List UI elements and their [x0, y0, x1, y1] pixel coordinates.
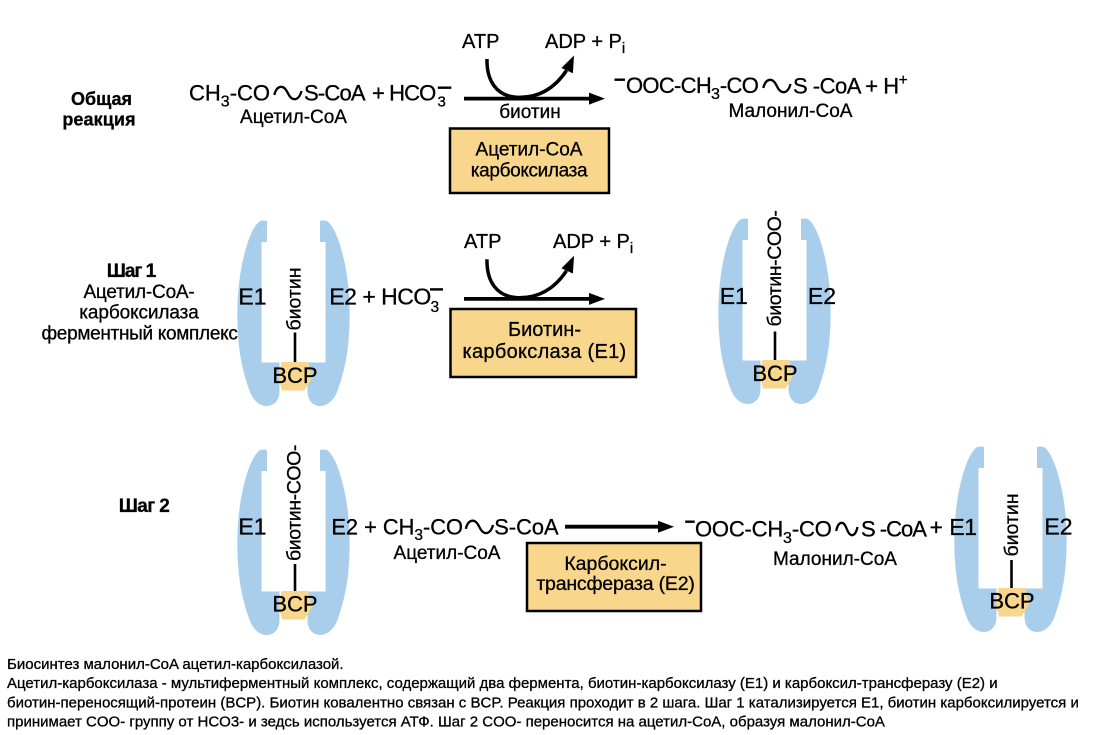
svg-text:E2: E2 [1044, 513, 1072, 539]
svg-text:реакция: реакция [62, 109, 135, 129]
svg-text:BCP: BCP [272, 592, 317, 617]
svg-text:E2 + CH3-CO: E2 + CH3-CO [331, 514, 463, 544]
svg-text:+ HCO: + HCO [372, 81, 436, 106]
svg-text:ATP: ATP [462, 31, 499, 53]
svg-text:E1: E1 [238, 283, 266, 309]
svg-text:карбокслаза (Е1): карбокслаза (Е1) [463, 341, 627, 363]
svg-text:ADP + Pi: ADP + Pi [553, 231, 633, 257]
svg-text:BCP: BCP [989, 589, 1034, 614]
svg-text:E2: E2 [808, 283, 836, 309]
svg-text:E1: E1 [720, 283, 748, 309]
svg-text:S -CoA: S -CoA [861, 517, 927, 542]
svg-text:биотин: биотин [1001, 493, 1023, 556]
svg-text:принимает COO- группу от HCO3-: принимает COO- группу от HCO3- и зедсь и… [7, 714, 885, 731]
svg-text:Шаг 1: Шаг 1 [107, 261, 157, 282]
svg-text:биотин-COO-: биотин-COO- [284, 445, 306, 561]
svg-text:Биосинтез малонил-CoA ацетил-к: Биосинтез малонил-CoA ацетил-карбоксилаз… [7, 656, 344, 673]
svg-text:E1: E1 [238, 513, 266, 539]
svg-text:S -CoA + H+: S -CoA + H+ [793, 72, 908, 99]
svg-text:биотин: биотин [284, 267, 306, 330]
svg-text:3: 3 [431, 299, 440, 316]
svg-text:S-CoA: S-CoA [494, 514, 559, 539]
svg-text:Малонил-CoA: Малонил-CoA [729, 101, 853, 122]
svg-text:ATP: ATP [464, 231, 501, 253]
svg-text:Шаг 2: Шаг 2 [119, 496, 169, 517]
svg-text:Малонил-CoA: Малонил-CoA [773, 549, 897, 570]
svg-text:биотин-переносящий-протеин (BC: биотин-переносящий-протеин (BCP). Биотин… [7, 694, 1079, 711]
svg-text:BCP: BCP [272, 363, 317, 388]
svg-text:E1: E1 [949, 514, 976, 540]
svg-text:Ацетил-СоА-: Ацетил-СоА- [83, 282, 194, 303]
svg-text:Ацетил-CoA: Ацетил-CoA [240, 107, 347, 128]
svg-text:+: + [930, 514, 943, 540]
svg-text:E2 + HCO: E2 + HCO [329, 283, 430, 309]
svg-text:Ацетил-карбоксилаза - мультифе: Ацетил-карбоксилаза - мультиферментный к… [7, 675, 998, 692]
svg-text:OOC-CH3-CO: OOC-CH3-CO [695, 517, 832, 548]
svg-text:S-CoA: S-CoA [304, 81, 366, 106]
svg-text:Ацетил-CoA: Ацетил-CoA [394, 543, 501, 564]
svg-text:BCP: BCP [752, 361, 797, 386]
svg-text:OOC-CH3-CO: OOC-CH3-CO [626, 73, 759, 103]
svg-text:ADP + Pi: ADP + Pi [545, 31, 625, 57]
svg-text:биотин-COO-: биотин-COO- [764, 210, 786, 326]
svg-text:Ацетил-СоА: Ацетил-СоА [476, 140, 583, 161]
svg-text:Биотин-: Биотин- [508, 319, 581, 341]
svg-text:Общая: Общая [71, 89, 132, 109]
svg-text:трансфераза (Е2): трансфераза (Е2) [536, 573, 694, 595]
svg-text:ферментный комплекс: ферментный комплекс [41, 324, 237, 345]
svg-text:3: 3 [438, 94, 446, 111]
svg-text:карбоксилаза: карбоксилаза [79, 303, 199, 324]
svg-text:карбоксилаза: карбоксилаза [471, 161, 588, 182]
svg-text:CH3-CO: CH3-CO [189, 81, 270, 111]
svg-text:биотин: биотин [499, 102, 560, 123]
svg-text:Карбоксил-: Карбоксил- [564, 553, 666, 575]
